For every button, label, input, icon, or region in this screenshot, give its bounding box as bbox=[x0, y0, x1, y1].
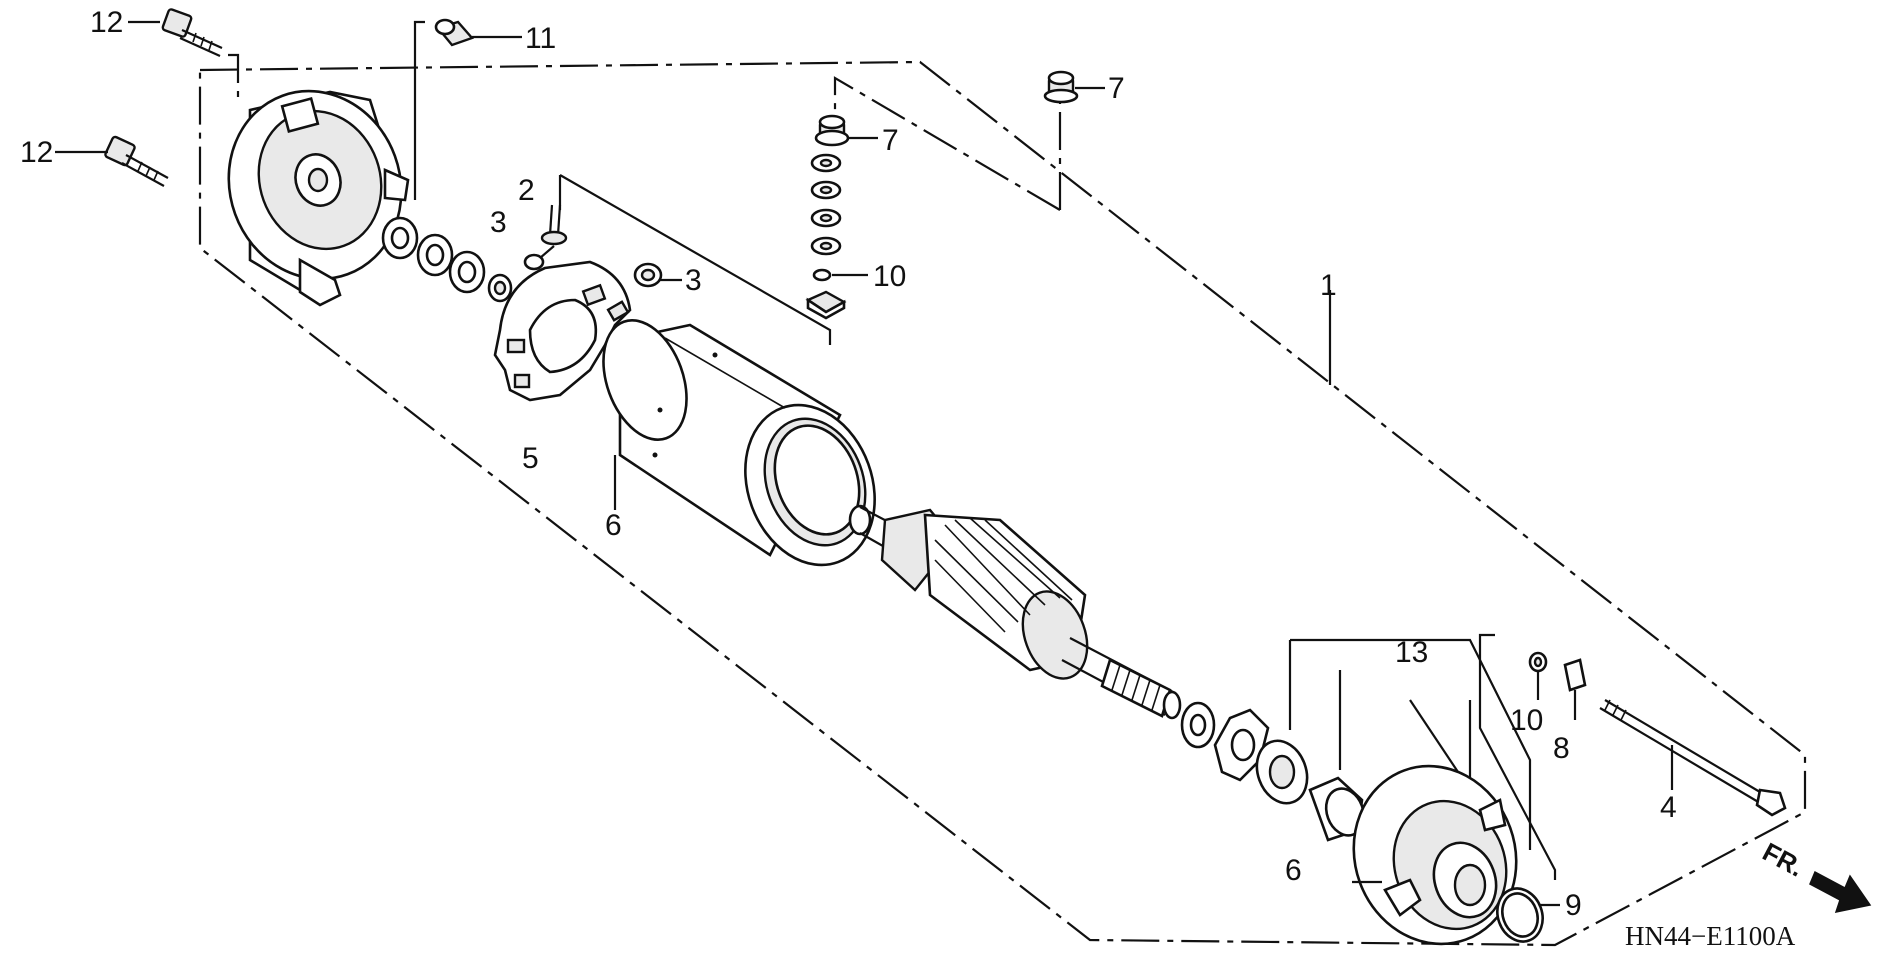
callout-12-upper: 12 bbox=[90, 6, 123, 39]
terminal-plate-8 bbox=[1563, 658, 1587, 720]
front-washers-and-bearings bbox=[1180, 701, 1366, 842]
callout-12-lower: 12 bbox=[20, 136, 53, 169]
callout-6-front-cover: 6 bbox=[1285, 854, 1302, 887]
front-cover-6 bbox=[1352, 764, 1518, 946]
callout-3-right: 3 bbox=[685, 264, 702, 297]
rear-cover-housing bbox=[227, 89, 410, 307]
screw-2 bbox=[523, 204, 568, 271]
leader-lines bbox=[228, 20, 1557, 880]
callout-6-yoke: 6 bbox=[605, 509, 622, 542]
callout-2: 2 bbox=[518, 174, 535, 207]
brush-holder-plate-5 bbox=[493, 260, 632, 402]
bolt-12-upper bbox=[161, 8, 223, 58]
callout-10-upper: 10 bbox=[873, 260, 906, 293]
front-label: FR. bbox=[1758, 836, 1809, 882]
callout-13: 13 bbox=[1395, 636, 1428, 669]
callout-5: 5 bbox=[522, 442, 539, 475]
diagram-code: HN44−E1100A bbox=[1625, 921, 1796, 951]
callout-3-left: 3 bbox=[490, 206, 507, 239]
callout-7-upper: 7 bbox=[1108, 72, 1125, 105]
callout-labels: 1 2 3 3 4 5 6 6 7 7 8 9 10 10 11 12 12 1… bbox=[20, 6, 1677, 922]
terminal-nut-stack bbox=[805, 70, 1105, 320]
callout-11: 11 bbox=[525, 22, 556, 55]
o-ring-9 bbox=[1496, 887, 1560, 943]
callout-8: 8 bbox=[1553, 732, 1570, 765]
armature bbox=[848, 504, 1182, 720]
assembly-boundary bbox=[198, 60, 1807, 947]
nut-10-lower bbox=[1528, 651, 1548, 700]
brush-3-right bbox=[633, 262, 682, 288]
yoke-field-housing-6 bbox=[602, 319, 876, 567]
front-direction-arrow-icon bbox=[1809, 870, 1872, 913]
callout-7-lower: 7 bbox=[882, 124, 899, 157]
dowel-pin-11 bbox=[434, 18, 522, 47]
callout-10-lower: 10 bbox=[1510, 704, 1543, 737]
bolt-12-lower bbox=[104, 135, 169, 187]
through-bolt-4 bbox=[1599, 699, 1787, 817]
callout-1: 1 bbox=[1320, 269, 1337, 302]
thrust-washers bbox=[381, 216, 513, 303]
callout-4: 4 bbox=[1660, 791, 1677, 824]
callout-9: 9 bbox=[1565, 889, 1582, 922]
